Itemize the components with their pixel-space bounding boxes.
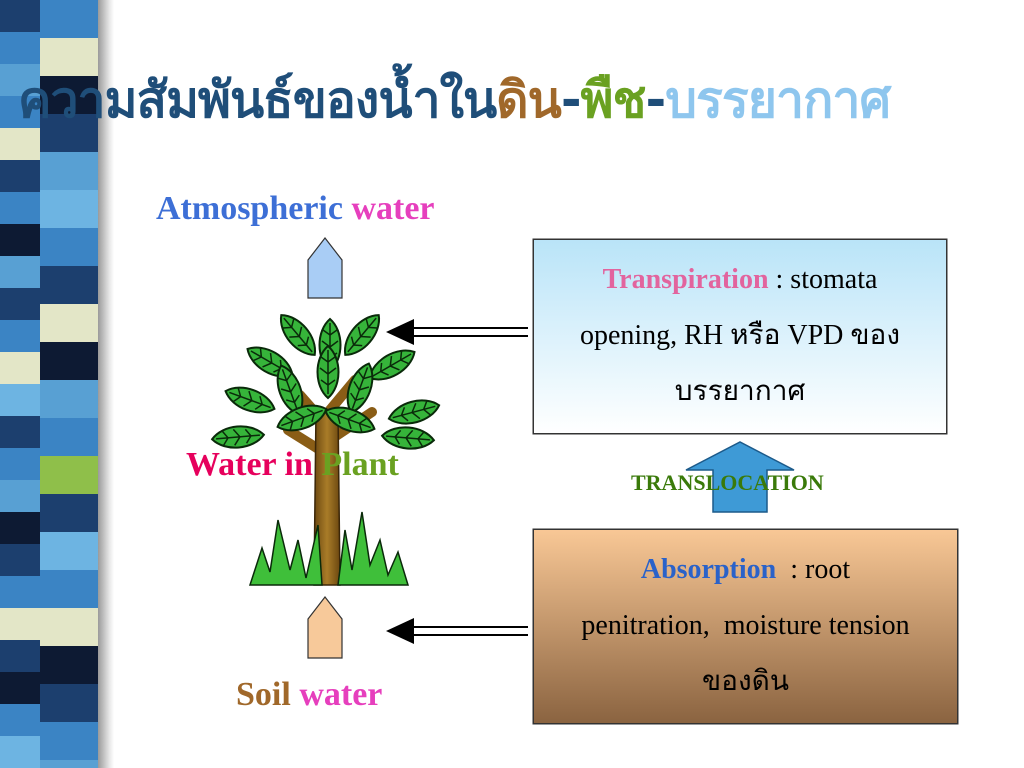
slide-title: ความสัมพันธ์ของน้ำในดิน-พืช-บรรยากาศ <box>18 70 1018 130</box>
absorption-line-3: ของดิน <box>702 666 789 697</box>
sidebar-block <box>40 722 98 760</box>
leaf <box>344 314 380 356</box>
sidebar-block <box>0 736 40 768</box>
leaf <box>380 426 436 450</box>
transpiration-line-3: บรรยากาศ <box>674 376 806 407</box>
sidebar-block <box>0 96 40 128</box>
sidebar-block <box>40 342 98 380</box>
leaf <box>387 399 441 425</box>
up-arrow-icon <box>307 237 343 299</box>
sidebar-shadow <box>98 0 114 768</box>
sidebar-block <box>40 228 98 266</box>
translocation-label: TRANSLOCATION <box>631 470 824 495</box>
sidebar-block <box>40 494 98 532</box>
title-part-relationship: ความสัมพันธ์ของน้ำใน <box>18 71 497 129</box>
sidebar-block <box>0 544 40 576</box>
grass <box>337 511 410 586</box>
water-word: water <box>299 676 383 713</box>
water-in-words: Water in <box>186 446 313 483</box>
sidebar-block <box>0 32 40 64</box>
up-arrow-icon <box>307 596 343 659</box>
sidebar-block <box>40 304 98 342</box>
sidebar-block <box>0 576 40 608</box>
leaf <box>316 344 340 400</box>
absorption-box-bg <box>532 528 959 725</box>
absorption-line-1: Absorption : root <box>534 540 957 600</box>
sidebar-block <box>40 570 98 608</box>
transpiration-box: Transpiration : stomata opening, RH หรือ… <box>533 239 947 434</box>
sidebar-block <box>0 320 40 352</box>
title-separator: - <box>645 71 667 129</box>
atmospheric-word: Atmospheric <box>156 190 343 227</box>
sidebar-block <box>0 64 40 96</box>
absorption-line-2: penitration, moisture tension <box>581 610 910 641</box>
sidebar-block <box>40 190 98 228</box>
sidebar-block <box>40 608 98 646</box>
title-separator: - <box>560 71 582 129</box>
absorption-box: Absorption : root penitration, moisture … <box>533 529 958 724</box>
sidebar-block <box>0 512 40 544</box>
sidebar-block <box>40 152 98 190</box>
soil-word: Soil <box>236 676 291 713</box>
left-double-arrow-icon <box>386 319 528 345</box>
sidebar-block <box>0 352 40 384</box>
transpiration-line-1-rest: : stomata <box>768 264 878 295</box>
plant-illustration <box>210 314 441 586</box>
sidebar-block <box>40 684 98 722</box>
leaf <box>276 404 328 432</box>
sidebar-block <box>0 0 40 32</box>
leaf <box>280 314 316 356</box>
title-part-atmosphere: บรรยากาศ <box>665 71 891 129</box>
translocation-arrow-icon <box>685 441 795 513</box>
transpiration-line-2: opening, RH หรือ VPD ของ <box>579 320 901 351</box>
title-part-plant: พืช <box>580 71 647 129</box>
sidebar-block <box>40 760 98 768</box>
sidebar-block <box>40 38 98 76</box>
decorative-sidebar <box>0 0 98 768</box>
sidebar-block <box>40 532 98 570</box>
sidebar-block <box>40 456 98 494</box>
sidebar-block <box>40 114 98 152</box>
grass <box>248 519 323 586</box>
sidebar-block <box>40 418 98 456</box>
sidebar-block <box>0 384 40 416</box>
sidebar-block <box>0 128 40 160</box>
title-part-soil: ดิน <box>496 71 562 129</box>
water-in-plant-label: Water in Plant <box>186 446 399 484</box>
sidebar-block <box>0 672 40 704</box>
sidebar-block <box>40 646 98 684</box>
sidebar-block <box>40 380 98 418</box>
leaf <box>224 386 276 414</box>
sidebar-block <box>0 288 40 320</box>
sidebar-block <box>0 416 40 448</box>
leaf <box>210 425 266 449</box>
sidebar-block <box>0 480 40 512</box>
sidebar-block <box>0 704 40 736</box>
sidebar-block <box>0 640 40 672</box>
sidebar-block <box>0 160 40 192</box>
sidebar-block <box>40 76 98 114</box>
transpiration-keyword: Transpiration <box>602 264 769 295</box>
leaf <box>324 406 376 434</box>
sidebar-block <box>0 448 40 480</box>
atmospheric-water-label: Atmospheric water <box>156 190 435 228</box>
soil-water-label: Soil water <box>236 676 382 714</box>
sidebar-block <box>0 192 40 224</box>
transpiration-box-bg <box>532 238 948 435</box>
transpiration-line-1: Transpiration : stomata <box>534 250 946 310</box>
sidebar-block <box>0 224 40 256</box>
plant-word: Plant <box>321 446 399 483</box>
sidebar-block <box>0 608 40 640</box>
sidebar-block <box>40 0 98 38</box>
sidebar-block <box>40 266 98 304</box>
sidebar-block <box>0 256 40 288</box>
absorption-line-1-rest: : root <box>776 554 851 585</box>
water-word: water <box>351 190 435 227</box>
absorption-keyword: Absorption <box>640 554 777 585</box>
left-double-arrow-icon <box>386 618 528 644</box>
